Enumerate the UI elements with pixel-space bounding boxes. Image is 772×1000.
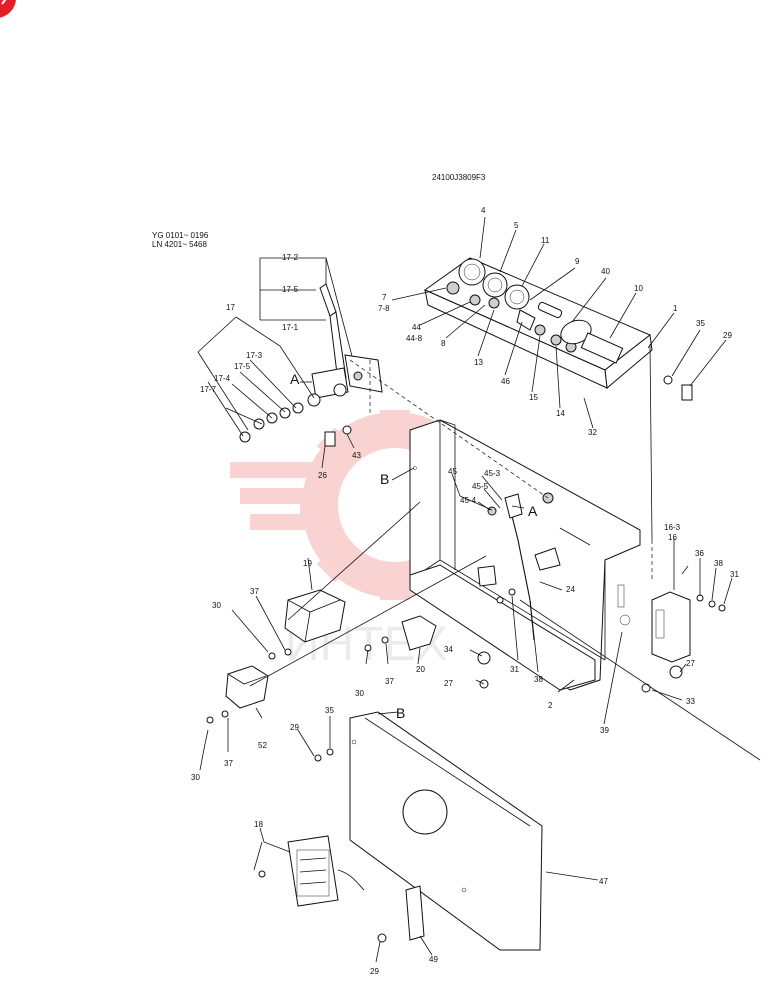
callout-2: 2 [548,701,553,710]
console-frame [409,419,641,691]
callout-27b: 27 [444,679,453,688]
callout-31a: 31 [730,570,739,579]
callout-10: 10 [634,284,643,293]
callout-24: 24 [566,585,575,594]
view-letter-b-top: B [380,471,389,487]
callout-47: 47 [599,877,608,886]
relay-19 [284,589,346,643]
callout-45-3: 45-3 [484,469,501,478]
callout-44: 44 [412,323,421,332]
throttle-lever [239,283,383,447]
callout-17-5: 17-5 [234,362,251,371]
callout-labels: 4 5 11 9 40 10 1 35 29 7 7-8 44 44-8 8 1… [191,206,739,976]
serial-note-line-1: YG 0101~ 0196 [152,231,209,240]
monitor-16 [651,591,691,663]
fasteners [206,375,726,943]
callout-45: 45 [448,467,457,476]
callout-37b: 37 [385,677,394,686]
callout-39: 39 [600,726,609,735]
callout-17-6: 17-5 [282,285,299,294]
callout-7: 7 [382,293,387,302]
callout-31b: 31 [510,665,519,674]
relay-52 [225,665,269,709]
hourmeter-10 [580,332,624,364]
callout-27a: 27 [686,659,695,668]
callout-43: 43 [352,451,361,460]
callout-38a: 38 [714,559,723,568]
callout-5: 5 [514,221,519,230]
callout-14: 14 [556,409,565,418]
gauge-4 [458,258,486,286]
callout-16-3: 16-3 [664,523,681,532]
callout-16: 16 [668,533,677,542]
callout-30b: 30 [355,689,364,698]
speaker-opening [402,789,448,835]
switch-20 [401,615,437,651]
leader-lines [197,216,761,963]
callout-30c: 30 [191,773,200,782]
callout-38b: 38 [534,675,543,684]
speaker-18 [287,835,365,907]
cover-plate-47 [349,711,543,951]
callout-17: 17 [226,303,235,312]
callout-33: 33 [686,697,695,706]
callout-40: 40 [601,267,610,276]
gauge-5 [482,272,508,298]
callout-11: 11 [541,236,550,245]
callout-45-4: 45-4 [460,496,477,505]
callout-7-8: 7-8 [378,304,390,313]
callout-13: 13 [474,358,483,367]
serial-note-line-2: LN 4201~ 5468 [152,240,207,249]
gauge-11 [504,284,530,310]
callout-35b: 35 [325,706,334,715]
callout-9: 9 [575,257,580,266]
callout-19: 19 [303,559,312,568]
bracket-49 [405,885,425,941]
callout-17-2: 17-2 [282,253,299,262]
brand-logo-mark [0,0,16,18]
drawing-code: 24100J3809F3 [432,173,486,182]
callout-4: 4 [481,206,486,215]
callout-35a: 35 [696,319,705,328]
callout-18: 18 [254,820,263,829]
callout-37c: 37 [224,759,233,768]
callout-29c: 29 [370,967,379,976]
callout-32: 32 [588,428,597,437]
callout-8: 8 [441,339,446,348]
callout-20: 20 [416,665,425,674]
callout-1: 1 [673,304,678,313]
callout-30a: 30 [212,601,221,610]
callout-15: 15 [529,393,538,402]
callout-49: 49 [429,955,438,964]
callout-37a: 37 [250,587,259,596]
callout-45-5: 45-5 [472,482,489,491]
view-letter-a-left: A [290,371,300,387]
view-letter-b-bottom: B [396,705,405,721]
view-letter-a-right: A [528,503,538,519]
callout-29a: 29 [723,331,732,340]
callout-17-1: 17-1 [282,323,299,332]
callout-17-7: 17-7 [200,385,217,394]
callout-34: 34 [444,645,453,654]
callout-26: 26 [318,471,327,480]
callout-17-3: 17-3 [246,351,263,360]
callout-29b: 29 [290,723,299,732]
callout-17-4: 17-4 [214,374,231,383]
instrument-panel [423,257,653,389]
callout-52: 52 [258,741,267,750]
brand-logo [0,0,16,18]
callout-44-8: 44-8 [406,334,423,343]
callout-36: 36 [695,549,704,558]
callout-46: 46 [501,377,510,386]
